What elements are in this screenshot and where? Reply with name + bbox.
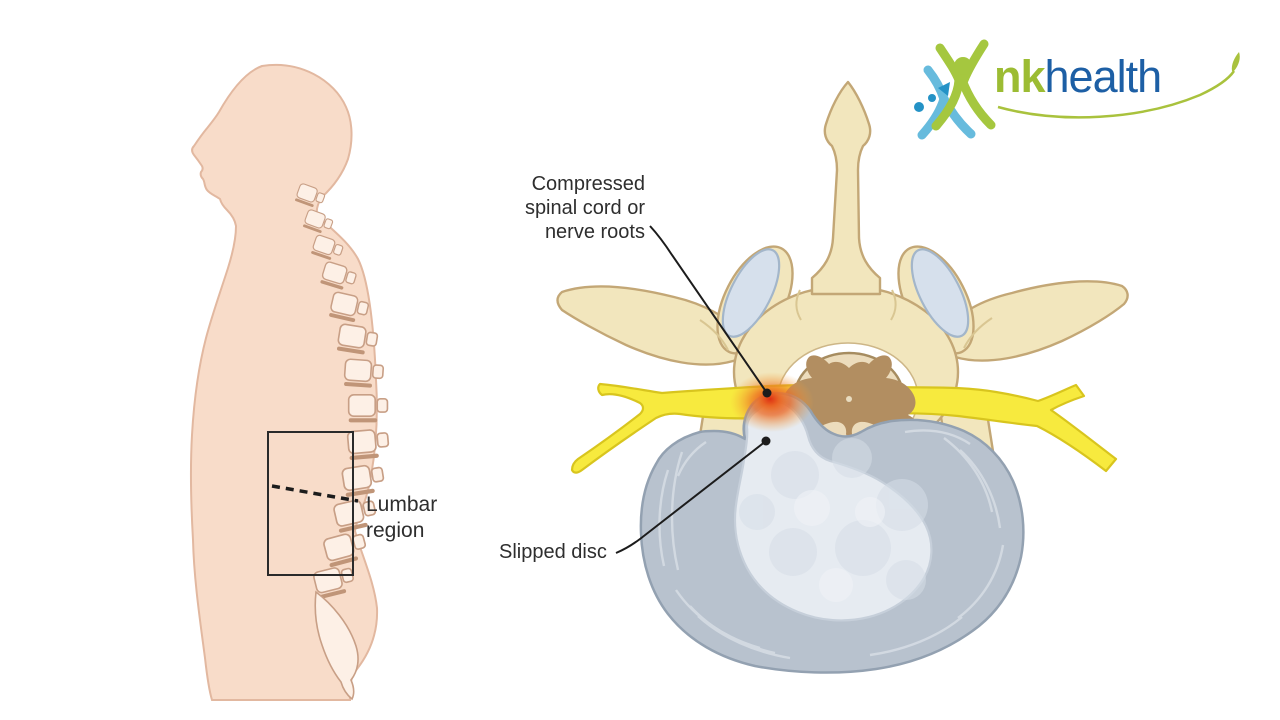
vertebra-side (295, 183, 326, 208)
vertebra-side (333, 499, 377, 533)
transverse-process-left (556, 285, 748, 366)
logo-figure-head (954, 57, 972, 75)
vertebra-side (347, 393, 389, 423)
nucleus-highlights (794, 490, 885, 602)
label-slipped-disc: Slipped disc (499, 541, 607, 563)
facet-joints (721, 248, 970, 338)
annotation-lines (615, 225, 772, 554)
leader-line-slipped-disc (615, 440, 767, 554)
leader-dot-slipped-disc (761, 436, 771, 446)
leader-dot-compressed (762, 388, 772, 398)
logo-swoosh (997, 70, 1236, 119)
vertebra-side (303, 209, 334, 234)
logo-figure-green (931, 39, 996, 131)
logo-graphic (914, 39, 1240, 140)
logo-figure-blue-accents (914, 82, 950, 112)
label-lumbar-region: Lumbar region (366, 493, 438, 542)
vertebra-cross-section (556, 80, 1129, 674)
sacrum (314, 590, 359, 701)
nucleus-texture (739, 438, 928, 600)
lumbar-dashed-line (271, 484, 359, 503)
logo-swoosh-leaf (1231, 52, 1240, 71)
vertebra-side (346, 429, 390, 461)
leader-line-compressed (649, 225, 768, 394)
central-canal (846, 396, 852, 402)
logo-figure-blue (917, 65, 976, 140)
vertebra-side (329, 291, 370, 322)
logo-brand-suffix: health (1044, 51, 1163, 102)
vertebra-side (320, 261, 357, 290)
nerve-roots (570, 382, 1118, 474)
bone-contours (699, 289, 993, 351)
lumbar-box (267, 431, 354, 576)
vertebra-side (336, 323, 379, 355)
facet-joint-right (910, 248, 970, 338)
vertebra-side (311, 234, 344, 260)
vertebra-side (341, 464, 385, 497)
annulus-rings (658, 429, 1005, 660)
vertebra-side (323, 533, 367, 568)
vertebra-side (343, 358, 385, 388)
logo-wordmark: nkhealth (994, 51, 1163, 102)
facet-joint-left (721, 248, 781, 338)
logo-brand-prefix: nk (994, 51, 1046, 102)
spine-side-view (295, 183, 390, 701)
slipped-disc (639, 391, 1025, 674)
lumbar-annotation (267, 431, 359, 576)
spinous-process (810, 80, 882, 296)
label-compressed-spinal-cord: Compressed spinal cord or nerve roots (524, 173, 645, 243)
compression-highlight (730, 372, 814, 432)
